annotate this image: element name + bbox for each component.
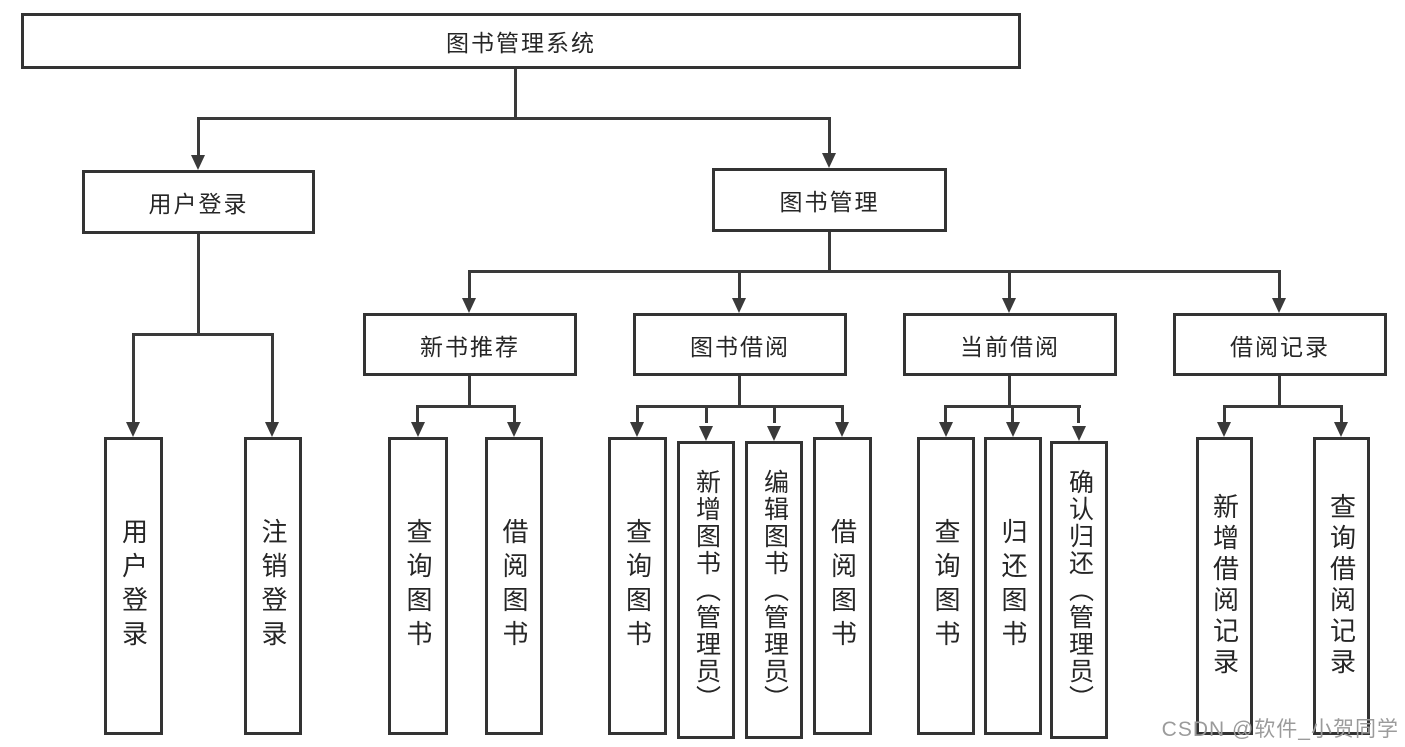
node-library-system: 图书管理系统 — [21, 13, 1021, 69]
connector-line — [513, 405, 516, 423]
arrowhead-down-icon — [126, 422, 140, 437]
connector-line — [132, 333, 274, 336]
arrowhead-down-icon — [630, 422, 644, 437]
node-current-borrow: 当前借阅 — [903, 313, 1117, 376]
arrowhead-down-icon — [265, 422, 279, 437]
node-new-book-recommend: 新书推荐 — [363, 313, 577, 376]
node-book-management: 图书管理 — [712, 168, 947, 232]
connector-line — [197, 117, 200, 156]
leaf-logout: 注销登录 — [244, 437, 302, 735]
connector-line — [705, 405, 708, 423]
leaf-borrow-books-recommend: 借阅图书 — [485, 437, 543, 735]
node-borrow-records: 借阅记录 — [1173, 313, 1387, 376]
node-book-borrow: 图书借阅 — [633, 313, 847, 376]
arrowhead-down-icon — [822, 153, 836, 168]
connector-line — [468, 270, 1281, 273]
leaf-query-books-borrow: 查询图书 — [608, 437, 667, 735]
connector-line — [1011, 405, 1014, 423]
connector-line — [828, 117, 831, 154]
connector-line — [197, 234, 200, 335]
csdn-watermark: CSDN @软件_小贺同学 — [1161, 718, 1399, 741]
leaf-add-books-admin: 新增图书（管理员） — [677, 441, 735, 739]
connector-line — [132, 333, 135, 423]
arrowhead-down-icon — [411, 422, 425, 437]
connector-line — [416, 405, 419, 423]
connector-line — [636, 405, 844, 408]
node-user-login: 用户登录 — [82, 170, 315, 234]
connector-line — [514, 69, 517, 118]
arrowhead-down-icon — [1072, 426, 1086, 441]
arrowhead-down-icon — [507, 422, 521, 437]
connector-line — [944, 405, 947, 423]
arrowhead-down-icon — [1002, 298, 1016, 313]
arrowhead-down-icon — [191, 155, 205, 170]
connector-line — [1008, 270, 1011, 299]
connector-line — [468, 376, 471, 407]
leaf-add-borrow-record: 新增借阅记录 — [1196, 437, 1253, 735]
connector-line — [1223, 405, 1226, 423]
connector-line — [416, 405, 516, 408]
arrowhead-down-icon — [699, 426, 713, 441]
connector-line — [1008, 376, 1011, 407]
arrowhead-down-icon — [462, 298, 476, 313]
leaf-query-books-current: 查询图书 — [917, 437, 975, 735]
connector-line — [773, 405, 776, 423]
arrowhead-down-icon — [1272, 298, 1286, 313]
connector-line — [1340, 405, 1343, 423]
arrowhead-down-icon — [1334, 422, 1348, 437]
connector-line — [1278, 376, 1281, 407]
leaf-user-login: 用户登录 — [104, 437, 163, 735]
leaf-query-borrow-record: 查询借阅记录 — [1313, 437, 1370, 735]
leaf-query-books-recommend: 查询图书 — [388, 437, 448, 735]
leaf-borrow-books: 借阅图书 — [813, 437, 872, 735]
arrowhead-down-icon — [1217, 422, 1231, 437]
leaf-return-books: 归还图书 — [984, 437, 1042, 735]
connector-line — [828, 232, 831, 273]
connector-line — [468, 270, 471, 299]
connector-line — [1278, 270, 1281, 299]
leaf-edit-books-admin: 编辑图书（管理员） — [745, 441, 803, 739]
leaf-confirm-return-admin: 确认归还（管理员） — [1050, 441, 1108, 739]
connector-line — [738, 270, 741, 299]
arrowhead-down-icon — [767, 426, 781, 441]
connector-line — [197, 117, 831, 120]
arrowhead-down-icon — [1006, 422, 1020, 437]
connector-line — [738, 376, 741, 407]
arrowhead-down-icon — [939, 422, 953, 437]
arrowhead-down-icon — [732, 298, 746, 313]
connector-line — [1077, 405, 1080, 423]
connector-line — [271, 333, 274, 423]
connector-line — [1223, 405, 1343, 408]
connector-line — [841, 405, 844, 423]
arrowhead-down-icon — [835, 422, 849, 437]
connector-line — [636, 405, 639, 423]
